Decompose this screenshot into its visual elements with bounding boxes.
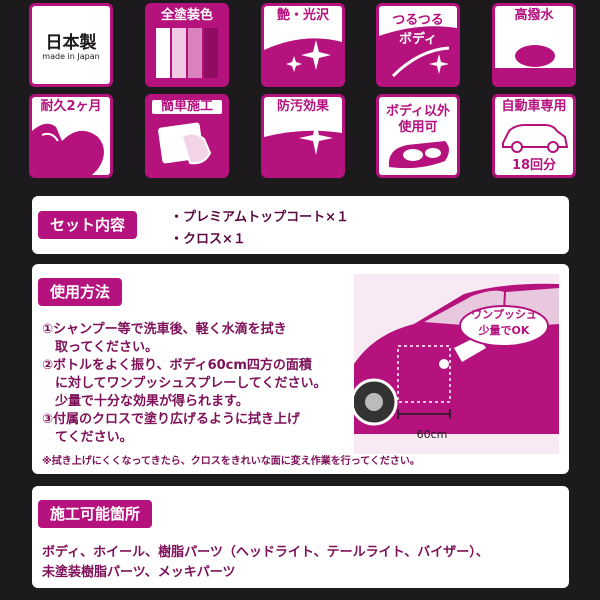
car-icon (502, 124, 569, 153)
shine-body-icon (379, 26, 457, 84)
all-paint-badge: 全塗装色 (145, 3, 229, 87)
durability-title: 耐久2ヶ月 (40, 99, 102, 114)
set-contents-item-1: ・プレミアムトップコート×１ (170, 210, 349, 225)
strong-arm-icon (32, 123, 104, 175)
water-drop-icon (495, 45, 573, 84)
areas-line-2: 未塗装樹脂パーツ、メッキパーツ (42, 565, 236, 580)
usage-tag: 使用方法 (38, 278, 123, 306)
non-body-use-title-1: ボディ以外 (385, 104, 451, 119)
areas-panel: 施工可能箇所 (32, 486, 569, 588)
made-in-japan-subtitle: made in Japan (42, 52, 100, 61)
water-repellent-title: 高撥水 (514, 8, 554, 23)
easy-apply-badge: 簡単施工 (145, 94, 229, 178)
usage-step-line-4: に対してワンプッシュスプレーしてください。 (42, 376, 327, 391)
areas-line-1: ボディ、ホイール、樹脂パーツ（ヘッドライト、テールライト、バイザー）、 (42, 545, 489, 560)
usage-step-line-2: 取ってください。 (42, 340, 158, 355)
usage-step-line-3: ②ボトルをよく振り、ボディ60cm四方の面積 (42, 358, 312, 373)
water-repellent-badge: 高撥水 (492, 3, 576, 87)
non-body-use-title-2: 使用可 (398, 120, 438, 135)
car-illustration (354, 274, 559, 454)
hand-wipe-icon (158, 122, 212, 165)
all-paint-title: 全塗装色 (160, 8, 213, 23)
usage-step-line-1: ①シャンプー等で洗車後、軽く水滴を拭き (42, 322, 287, 337)
made-in-japan-badge: 日本製 made in Japan (29, 3, 113, 87)
sparkle-shield-icon (264, 121, 342, 175)
bubble-text-2: 少量でOK (478, 324, 530, 337)
color-swatch-icon (156, 28, 218, 78)
sparkle-icon (264, 38, 342, 84)
car-only-badge: 自動車専用 18回分 (492, 94, 576, 178)
non-body-use-badge: ボディ以外 使用可 (376, 94, 460, 178)
anti-stain-badge: 防汚効果 (261, 94, 345, 178)
set-contents-panel: セット内容 ・プレミアムトップコート×１ ・クロス×１ (32, 196, 569, 254)
areas-tag: 施工可能箇所 (38, 500, 153, 528)
anti-stain-title: 防汚効果 (276, 99, 329, 114)
durability-badge: 耐久2ヶ月 (29, 94, 113, 178)
smooth-body-title-1: つるつる (392, 13, 444, 28)
set-contents-tag: セット内容 (38, 211, 138, 239)
car-only-count: 18回分 (511, 158, 557, 173)
gloss-title: 艶・光沢 (276, 8, 329, 23)
usage-note: ※拭き上げにくくなってきたら、クロスをきれいな面に変え作業を行ってください。 (42, 456, 420, 467)
made-in-japan-title: 日本製 (45, 33, 97, 53)
usage-step-line-7: てください。 (42, 430, 133, 445)
measure-label: 60cm (416, 428, 448, 441)
gloss-badge: 艶・光沢 (261, 3, 345, 87)
usage-panel: 使用方法 ワンプッシュ 少量でOK 60cm (32, 264, 569, 474)
smooth-body-title-2: ボディ (398, 32, 438, 47)
bubble-text-1: ワンプッシュ (471, 308, 537, 321)
easy-apply-title: 簡単施工 (152, 100, 222, 114)
set-contents-item-2: ・クロス×１ (170, 232, 246, 247)
usage-step-line-6: ③付属のクロスで塗り広げるように拭き上げ (42, 412, 301, 427)
usage-step-line-5: 少量で十分な効果が得られます。 (42, 394, 249, 409)
smooth-body-badge: つるつる ボディ (376, 3, 460, 87)
headlight-icon (388, 141, 449, 169)
car-only-title: 自動車専用 (501, 99, 567, 114)
